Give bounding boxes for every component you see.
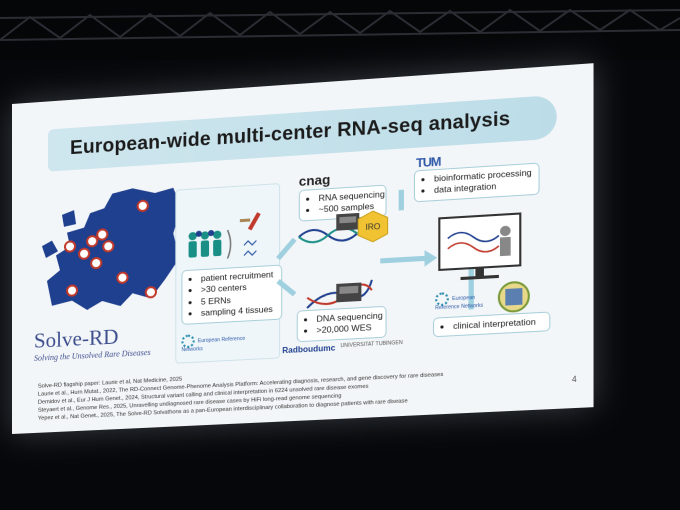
europe-map: [41, 185, 182, 313]
stage-truss: [0, 0, 680, 60]
map-pin: [91, 258, 101, 269]
page-number: 4: [571, 374, 577, 385]
dna-item: >20,000 WES: [316, 322, 379, 337]
map-pin: [103, 241, 113, 252]
map-pin: [87, 236, 97, 247]
map-pin: [79, 248, 89, 259]
clinical-item: clinical interpretation: [453, 316, 543, 333]
sequencer-bottom: [336, 282, 362, 303]
hex-badge-text: IRO: [365, 222, 380, 232]
map-pin: [146, 287, 156, 298]
workflow-arrows: [12, 63, 594, 434]
dna-box: DNA sequencing >20,000 WES: [296, 305, 387, 343]
iro-hexagon: IRO: [357, 209, 388, 244]
map-pin: [138, 201, 148, 212]
ern-logo-right: European Reference Networks: [435, 289, 499, 312]
recruitment-panel: [175, 183, 281, 364]
map-pin: [67, 285, 77, 296]
monitor-icon: [439, 214, 520, 281]
patients-icon: [188, 212, 261, 284]
sequencer-top: [336, 212, 360, 231]
map-pin: [65, 241, 75, 252]
map-pin: [97, 229, 107, 240]
tum-logo: TUM: [416, 154, 441, 171]
partner-badge-icon: [499, 281, 529, 312]
map-pin: [117, 272, 127, 283]
projection-screen: European-wide multi-center RNA-seq analy…: [12, 63, 594, 434]
